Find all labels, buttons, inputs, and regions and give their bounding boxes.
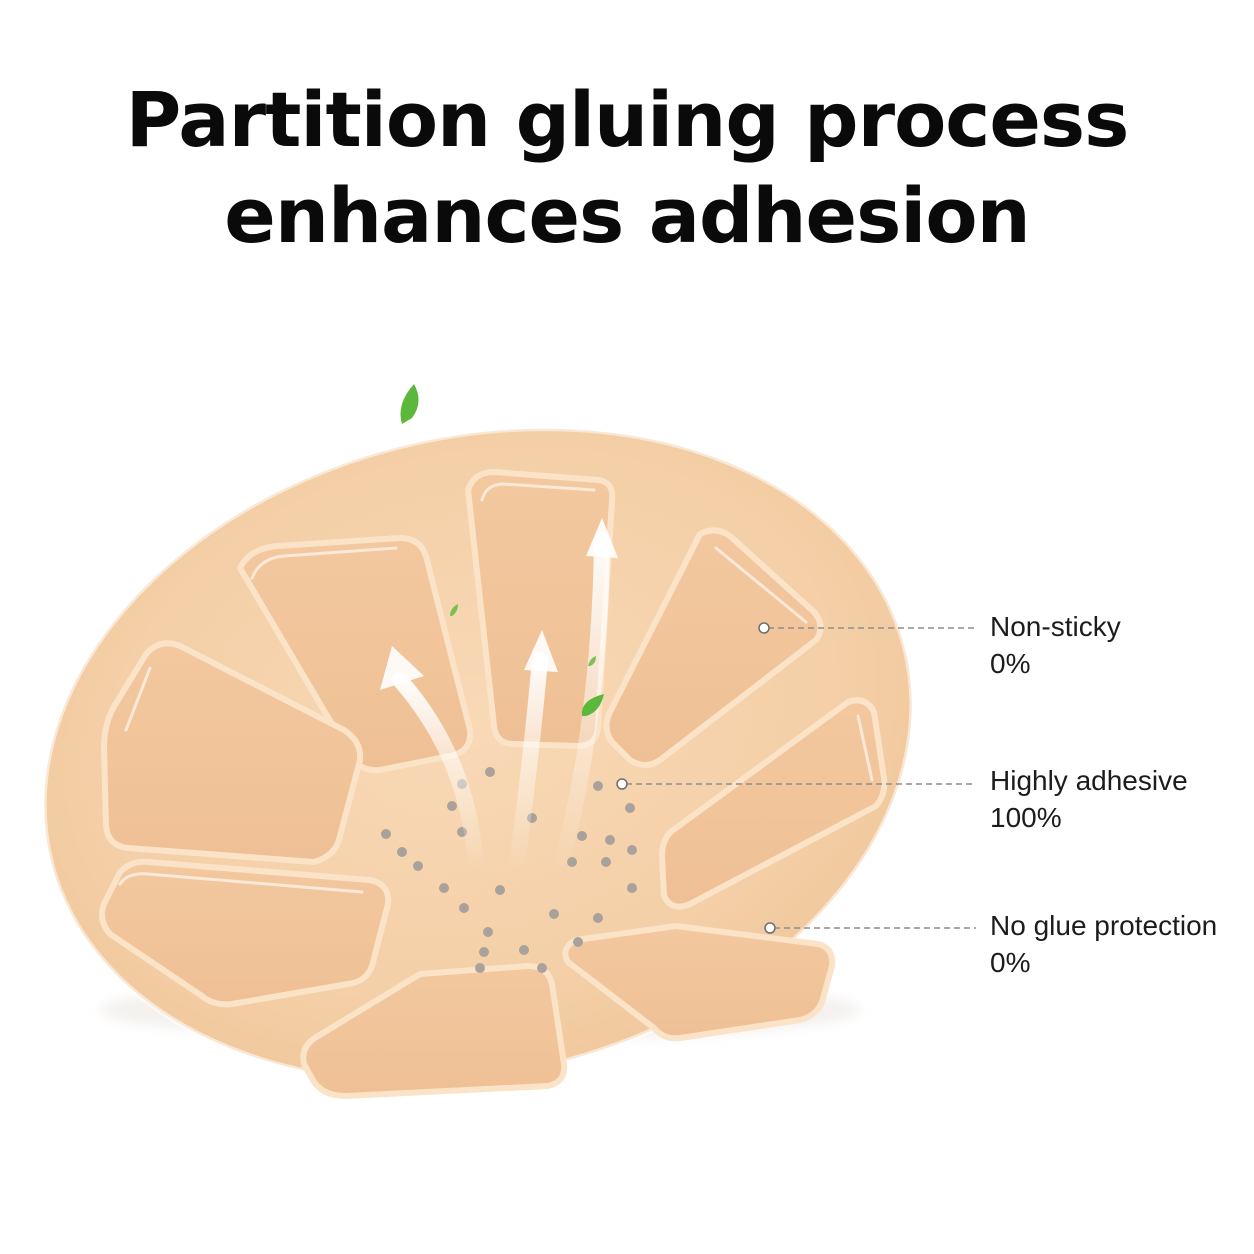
callout-no-glue-protection: No glue protection 0% bbox=[990, 907, 1217, 981]
callout-value-text: 0% bbox=[990, 648, 1031, 679]
title-line-2: enhances adhesion bbox=[224, 171, 1030, 260]
callout-lines bbox=[626, 627, 976, 929]
petal-right bbox=[659, 697, 888, 910]
petal-bottom bbox=[300, 963, 568, 1099]
page-title: Partition gluing process enhances adhesi… bbox=[0, 72, 1254, 264]
callout-value-text: 0% bbox=[990, 947, 1031, 978]
callout-label-text: Non-sticky bbox=[990, 611, 1121, 642]
adhesive-petals bbox=[99, 469, 888, 1099]
petal-highlights bbox=[118, 482, 874, 894]
petal-bottom-left bbox=[99, 858, 392, 1008]
leaf-icon bbox=[400, 384, 604, 716]
petal-top bbox=[465, 469, 616, 749]
callout-non-sticky: Non-sticky 0% bbox=[990, 608, 1121, 682]
petal-top-left bbox=[237, 535, 474, 774]
airflow-arrow-heads bbox=[380, 518, 618, 690]
petal-left bbox=[101, 640, 364, 865]
callout-value-text: 100% bbox=[990, 802, 1062, 833]
callout-markers bbox=[616, 622, 776, 934]
petal-bottom-right bbox=[562, 923, 836, 1042]
callout-highly-adhesive: Highly adhesive 100% bbox=[990, 762, 1188, 836]
title-line-1: Partition gluing process bbox=[125, 75, 1130, 164]
callout-label-text: No glue protection bbox=[990, 910, 1218, 941]
callout-label-text: Highly adhesive bbox=[990, 765, 1188, 796]
